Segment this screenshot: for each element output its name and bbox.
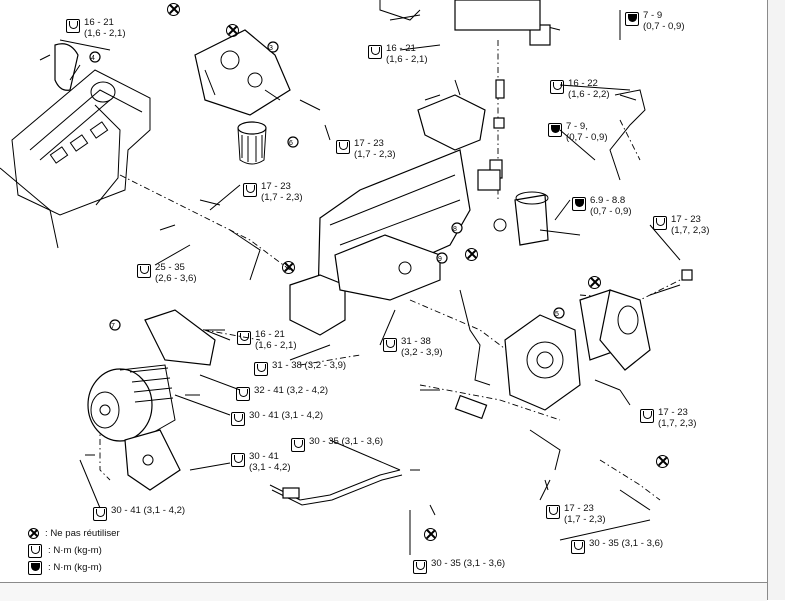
torque-wrench-icon	[383, 338, 397, 352]
torque-wrench-icon	[571, 540, 585, 554]
torque-wrench-icon	[237, 331, 251, 345]
circled-x-icon	[226, 24, 239, 37]
legend-row-no-reuse: : Ne pas réutiliser	[28, 525, 120, 542]
torque-wrench-icon	[640, 409, 654, 423]
fuel-pipe	[609, 89, 646, 181]
legend-text: : N·m (kg-m)	[48, 562, 102, 573]
torque-label: 16 - 21(1,6 - 2,1)	[66, 17, 126, 39]
legend-row-nm: : N·m (kg-m)	[28, 542, 120, 559]
torque-label: 31 - 38(3,2 - 3,9)	[383, 336, 443, 358]
torque-label: 17 - 23(1,7 - 2,3)	[243, 181, 303, 203]
circled-x-icon	[424, 528, 437, 541]
callout-4: 4	[91, 55, 95, 62]
torque-wrench-solid-icon	[572, 197, 586, 211]
viewer-scrollbar-vertical[interactable]	[767, 0, 785, 600]
oil-filter	[237, 121, 267, 165]
viewer-scrollbar-horizontal[interactable]	[0, 582, 767, 601]
exhaust-manifold	[289, 234, 441, 336]
callout-markers	[89, 41, 565, 331]
callout-6: 6	[289, 140, 293, 147]
injection-pump	[504, 289, 651, 411]
oil-filter-bracket	[194, 29, 291, 116]
torque-wrench-icon	[66, 19, 80, 33]
callout-8: 8	[453, 226, 457, 233]
torque-label: 30 - 41 (3,1 - 4,2)	[231, 410, 323, 426]
torque-label: 17 - 23(1,7, 2,3)	[640, 407, 696, 429]
torque-label: 7 - 9(0,7 - 0,9)	[625, 10, 685, 32]
torque-label: 6.9 - 8.8(0,7 - 0,9)	[572, 195, 632, 217]
torque-wrench-icon	[291, 438, 305, 452]
torque-label: 30 - 41 (3,1 - 4,2)	[93, 505, 185, 521]
torque-wrench-icon	[546, 505, 560, 519]
cylinder-head	[0, 69, 151, 249]
torque-label: 30 - 35 (3,1 - 3,6)	[413, 558, 505, 574]
torque-label: 30 - 41(3,1 - 4,2)	[231, 451, 291, 473]
torque-wrench-icon	[243, 183, 257, 197]
circled-x-icon	[282, 261, 295, 274]
vacuum-pump	[493, 191, 549, 246]
torque-label: 25 - 35(2,6 - 3,6)	[137, 262, 197, 284]
callout-7: 7	[111, 323, 115, 330]
legend-row-nm-solid: : N·m (kg-m)	[28, 559, 120, 576]
torque-label: 7 - 9,(0,7 - 0,9)	[548, 121, 608, 143]
circled-x-icon	[28, 528, 39, 539]
alternator-bracket-upper	[144, 309, 216, 366]
torque-wrench-icon	[231, 412, 245, 426]
callout-3: 3	[269, 45, 273, 52]
torque-label: 16 - 21(1,6 - 2,1)	[368, 43, 428, 65]
legend-text: : Ne pas réutiliser	[45, 528, 120, 539]
torque-label: 32 - 41 (3,2 - 4,2)	[236, 385, 328, 401]
alternator	[87, 364, 176, 442]
torque-wrench-solid-icon	[625, 12, 639, 26]
torque-wrench-icon	[137, 264, 151, 278]
torque-wrench-solid-icon	[28, 560, 42, 575]
torque-label: 17 - 23(1,7 - 2,3)	[336, 138, 396, 160]
torque-wrench-solid-icon	[548, 123, 562, 137]
torque-wrench-icon	[93, 507, 107, 521]
vacuum-hose	[459, 289, 491, 386]
gasket	[54, 43, 79, 91]
callout-9: 9	[438, 256, 442, 263]
circled-x-icon	[465, 248, 478, 261]
torque-wrench-icon	[336, 140, 350, 154]
circled-x-icon	[588, 276, 601, 289]
legend-text: : N·m (kg-m)	[48, 545, 102, 556]
alternator-bracket-lower	[124, 429, 181, 491]
engine-drawing: 4 3 6 8 7 9 5	[0, 0, 693, 555]
torque-label: 30 - 35 (3,1 - 3,6)	[571, 538, 663, 554]
torque-wrench-icon	[653, 216, 667, 230]
bolts	[39, 0, 693, 516]
torque-label: 17 - 23(1,7, 2,3)	[653, 214, 709, 236]
circled-x-icon	[656, 455, 669, 468]
torque-wrench-icon	[28, 543, 42, 558]
torque-wrench-icon	[413, 560, 427, 574]
circled-x-icon	[167, 3, 180, 16]
torque-wrench-icon	[236, 387, 250, 401]
torque-wrench-icon	[368, 45, 382, 59]
torque-label: 30 - 35 (3,1 - 3,6)	[291, 436, 383, 452]
torque-label: 16 - 22(1,6 - 2,2)	[550, 78, 610, 100]
callout-5: 5	[555, 311, 559, 318]
torque-wrench-icon	[550, 80, 564, 94]
torque-label: 16 - 21(1,6 - 2,1)	[237, 329, 297, 351]
torque-wrench-icon	[231, 453, 245, 467]
torque-label: 31 - 38 (3,2 - 3,9)	[254, 360, 346, 376]
legend: : Ne pas réutiliser : N·m (kg-m) : N·m (…	[28, 525, 120, 576]
torque-label: 17 - 23(1,7 - 2,3)	[546, 503, 606, 525]
torque-wrench-icon	[254, 362, 268, 376]
